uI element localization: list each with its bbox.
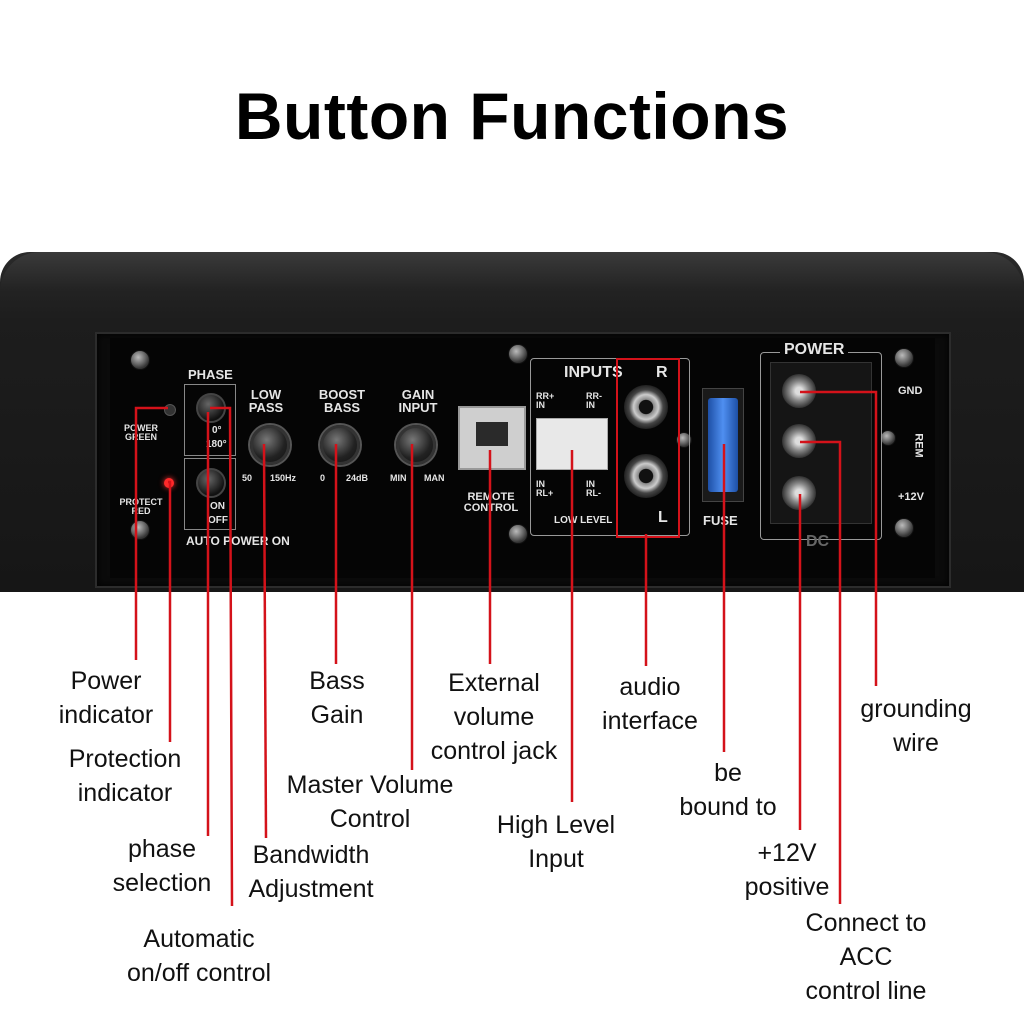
gain-min-label: MIN <box>390 473 407 483</box>
rca-jack-left[interactable] <box>624 454 668 498</box>
audio-interface-highlight <box>616 358 680 538</box>
rca-jack-right[interactable] <box>624 385 668 429</box>
remote-control-jack[interactable] <box>458 406 526 470</box>
line-acc <box>800 440 842 904</box>
inputs-l-label: L <box>658 509 668 526</box>
line-grounding <box>800 390 878 686</box>
auto-power-switch[interactable] <box>196 468 226 498</box>
inputs-r-label: R <box>656 364 668 381</box>
screw-icon <box>676 432 692 448</box>
auto-on-label: ON <box>210 501 225 512</box>
boost-bass-knob[interactable] <box>320 425 360 465</box>
power-label: POWER <box>780 342 849 358</box>
boost-min-label: 0 <box>320 473 326 483</box>
inputs-frame <box>530 358 690 536</box>
inputs-label: INPUTS <box>564 364 623 381</box>
low-level-label: LOW LEVEL <box>554 515 613 526</box>
fuse-label: FUSE <box>703 513 738 528</box>
rr-plus-in-label: RR+IN <box>536 391 555 410</box>
phase-label: PHASE <box>188 367 233 382</box>
auto-power-switch-frame <box>184 458 236 530</box>
line-power-indicator <box>134 406 168 660</box>
screw-icon <box>130 350 150 370</box>
low-pass-knob[interactable] <box>250 425 290 465</box>
gain-input-knob[interactable] <box>396 425 436 465</box>
phase-180-label: 180° <box>206 439 227 450</box>
screw-icon <box>894 518 914 538</box>
screw-icon <box>508 344 528 364</box>
plus12v-label: +12V <box>898 491 924 503</box>
screw-icon <box>880 430 896 446</box>
page-title: Button Functions <box>234 79 790 153</box>
screw-icon <box>894 348 914 368</box>
line-automatic-control <box>210 406 234 907</box>
low-pass-min-label: 50 <box>242 473 253 483</box>
low-pass-max-label: 150Hz <box>270 473 297 483</box>
screw-icon <box>508 524 528 544</box>
boost-max-label: 24dB <box>346 473 369 483</box>
auto-off-label: OFF <box>208 515 228 526</box>
gnd-label: GND <box>898 385 923 397</box>
phase-switch-frame <box>184 384 236 456</box>
amplifier-top-edge <box>0 252 1024 292</box>
line-bandwidth <box>262 443 268 839</box>
rr-minus-in-label: RR-IN <box>586 391 602 410</box>
phase-0-label: 0° <box>212 425 222 436</box>
line-protection-indicator <box>168 480 172 742</box>
dc-label: DC <box>806 533 830 550</box>
gain-max-label: MAN <box>424 473 445 483</box>
